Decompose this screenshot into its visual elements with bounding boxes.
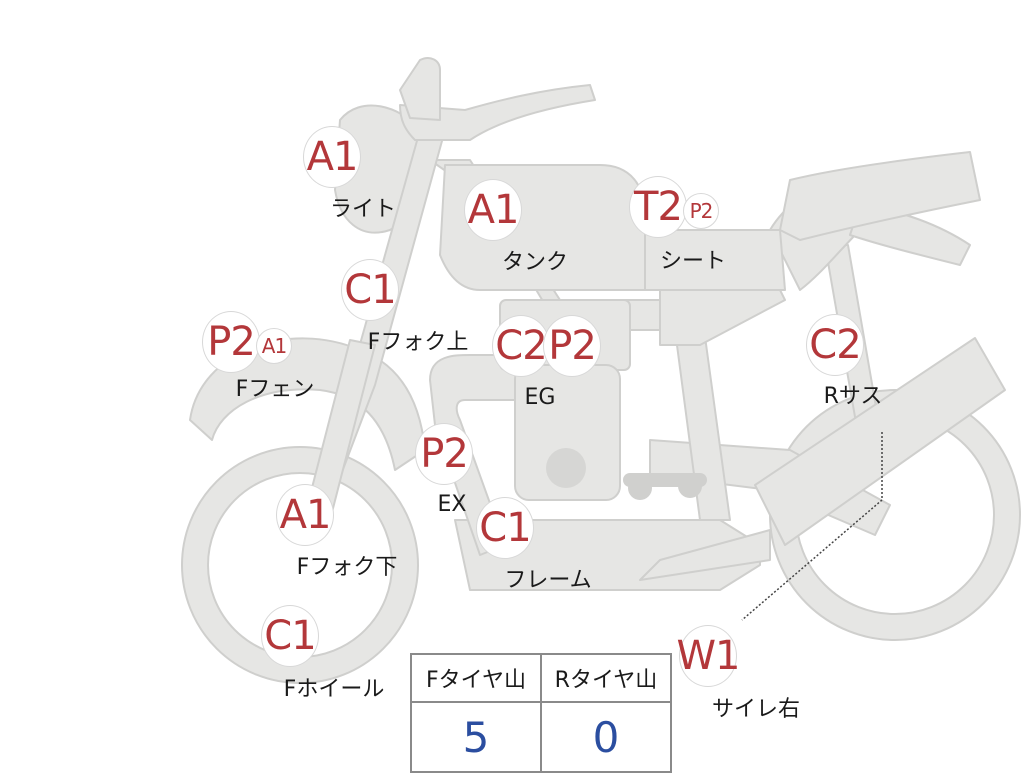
- light-label: ライト: [329, 197, 397, 222]
- seat-label: シート: [659, 249, 727, 274]
- exhaust-label: EX: [437, 492, 467, 517]
- tank-grade-badge[interactable]: A1: [464, 179, 522, 241]
- ffork-upper-label: Fフォク上: [367, 330, 469, 355]
- front-tire-value[interactable]: 5: [410, 701, 542, 773]
- light-grade-badge[interactable]: A1: [303, 126, 361, 188]
- rsus-label: Rサス: [823, 384, 883, 409]
- ffender-grade-badge[interactable]: P2: [202, 311, 260, 373]
- handlebar: [399, 84, 596, 141]
- rsus-grade-badge[interactable]: C2: [806, 314, 864, 376]
- rear-tire-header: Rタイヤ山: [540, 653, 672, 703]
- rear-tire-value[interactable]: 0: [540, 701, 672, 773]
- fwheel-label: Fホイール: [283, 677, 385, 702]
- silencer-right-label: サイレ右: [711, 697, 801, 722]
- fwheel-grade-badge[interactable]: C1: [261, 605, 319, 667]
- front-wheel: [182, 447, 418, 683]
- silencer: [754, 337, 1006, 546]
- tank-label: タンク: [501, 250, 569, 275]
- seat: [644, 229, 786, 291]
- ffender-grade-badge-secondary[interactable]: A1: [256, 328, 292, 364]
- frame-grade-badge[interactable]: C1: [476, 497, 534, 559]
- frame-label: フレーム: [504, 568, 592, 593]
- ffork-lower-label: Fフォク下: [296, 555, 398, 580]
- front-tire-header: Fタイヤ山: [410, 653, 542, 703]
- ffork-upper-grade-badge[interactable]: C1: [341, 259, 399, 321]
- engine-grade-badge-2[interactable]: P2: [543, 315, 601, 377]
- silencer-right-grade-badge[interactable]: W1: [677, 625, 741, 687]
- engine-grade-badge-1[interactable]: C2: [492, 315, 550, 377]
- seat-grade-badge[interactable]: T2: [629, 176, 687, 238]
- ffender-label: Fフェン: [235, 377, 315, 402]
- exhaust-grade-badge[interactable]: P2: [415, 423, 473, 485]
- tire-tread-table: Fタイヤ山 Rタイヤ山 5 0: [410, 653, 672, 773]
- seat-grade-badge-secondary[interactable]: P2: [683, 193, 719, 229]
- ffork-lower-grade-badge[interactable]: A1: [276, 484, 334, 546]
- engine-label: EG: [524, 385, 556, 410]
